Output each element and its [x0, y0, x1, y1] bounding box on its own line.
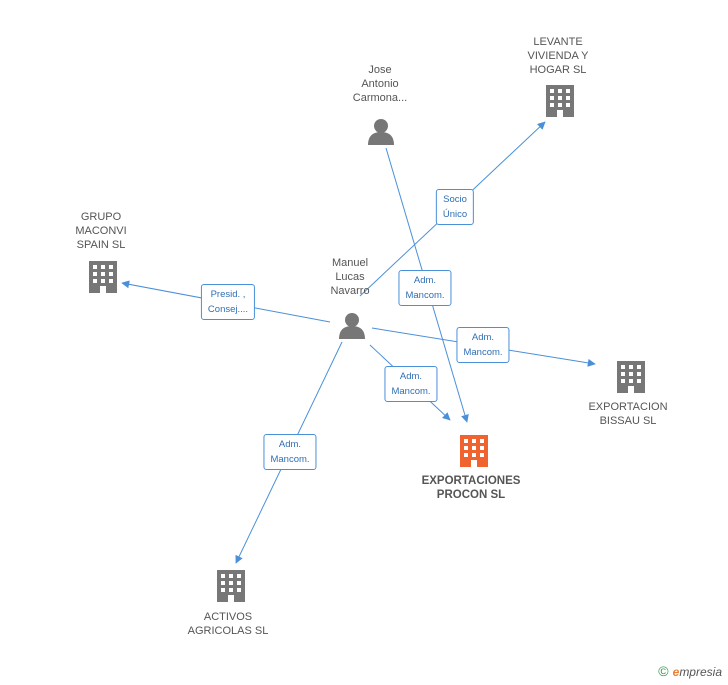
brand-logo-e: e	[672, 665, 680, 679]
edge-label-socio-unico: Socio Único	[435, 189, 475, 225]
edge-label-adm-activos: Adm. Mancom.	[263, 434, 317, 470]
person-icon[interactable]	[339, 313, 365, 339]
edge-label-presid: Presid. , Consej....	[200, 284, 256, 320]
node-label-jose[interactable]: Jose Antonio Carmona...	[352, 64, 408, 104]
building-icon[interactable]	[217, 570, 245, 602]
building-icon[interactable]	[546, 85, 574, 117]
person-icon[interactable]	[368, 119, 394, 145]
edge-label-adm-jose: Adm. Mancom.	[398, 270, 452, 306]
node-label-bissau[interactable]: EXPORTACION BISSAU SL	[588, 401, 668, 427]
node-label-levante[interactable]: LEVANTE VIVIENDA Y HOGAR SL	[527, 36, 589, 76]
node-label-procon[interactable]: EXPORTACIONES PROCON SL	[421, 475, 521, 501]
main-building-icon[interactable]	[460, 435, 488, 467]
building-icon[interactable]	[617, 361, 645, 393]
copyright-symbol: ©	[658, 663, 669, 679]
building-icon[interactable]	[89, 261, 117, 293]
node-label-grupo[interactable]: GRUPO MACONVI SPAIN SL	[75, 211, 127, 251]
node-label-manuel[interactable]: Manuel Lucas Navarro	[330, 257, 370, 297]
edge-label-adm-bissau: Adm. Mancom.	[456, 327, 510, 363]
edge-label-adm-procon: Adm. Mancom.	[384, 366, 438, 402]
brand-footer: ©empresia	[658, 663, 722, 679]
node-label-activos[interactable]: ACTIVOS AGRICOLAS SL	[187, 611, 269, 637]
brand-logo-text: mpresia	[679, 665, 722, 679]
